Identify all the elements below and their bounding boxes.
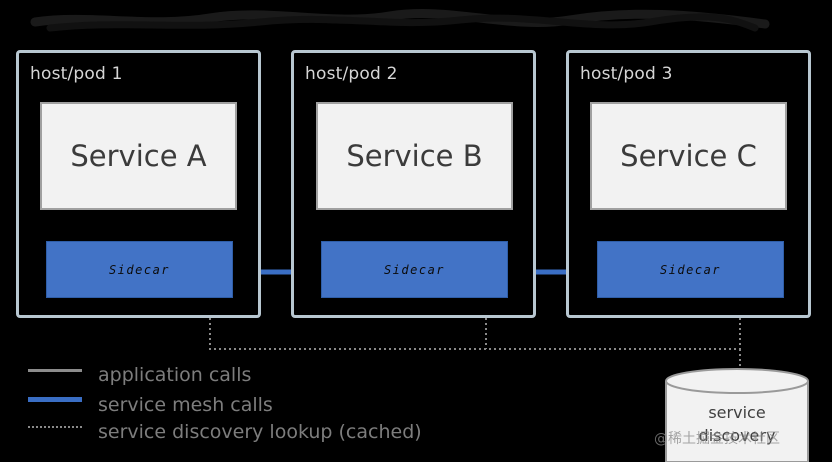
sidecar-2: Sidecar [321,241,508,298]
sidecar-3: Sidecar [597,241,784,298]
legend-mesh-line [28,397,82,402]
legend-app-label: application calls [98,364,252,386]
legend-discovery-label: service discovery lookup (cached) [98,421,422,443]
service-discovery-database-icon [665,368,809,462]
sidecar-1: Sidecar [46,241,233,298]
sidecar-label: Sidecar [659,262,722,277]
service-discovery-label-line2: discovery [698,426,776,445]
redacted-header-scribble [30,9,770,32]
discovery-lookup-line [209,298,741,350]
service-a-box: Service A [40,102,237,210]
watermark: @稀土掘金技术社区 [654,431,780,447]
service-label: Service B [346,139,483,173]
pod-label: host/pod 3 [580,64,673,84]
service-label: Service C [620,139,757,173]
legend-discovery-line [28,426,82,428]
service-discovery-label-line1: service [708,403,766,422]
service-label: Service A [70,139,207,173]
service-b-box: Service B [316,102,513,210]
sidecar-label: Sidecar [108,262,171,277]
sidecar-label: Sidecar [383,262,446,277]
pod-label: host/pod 1 [30,64,123,84]
pod-label: host/pod 2 [305,64,398,84]
legend-mesh-label: service mesh calls [98,394,273,416]
service-c-box: Service C [590,102,787,210]
legend-app-line [28,369,82,372]
